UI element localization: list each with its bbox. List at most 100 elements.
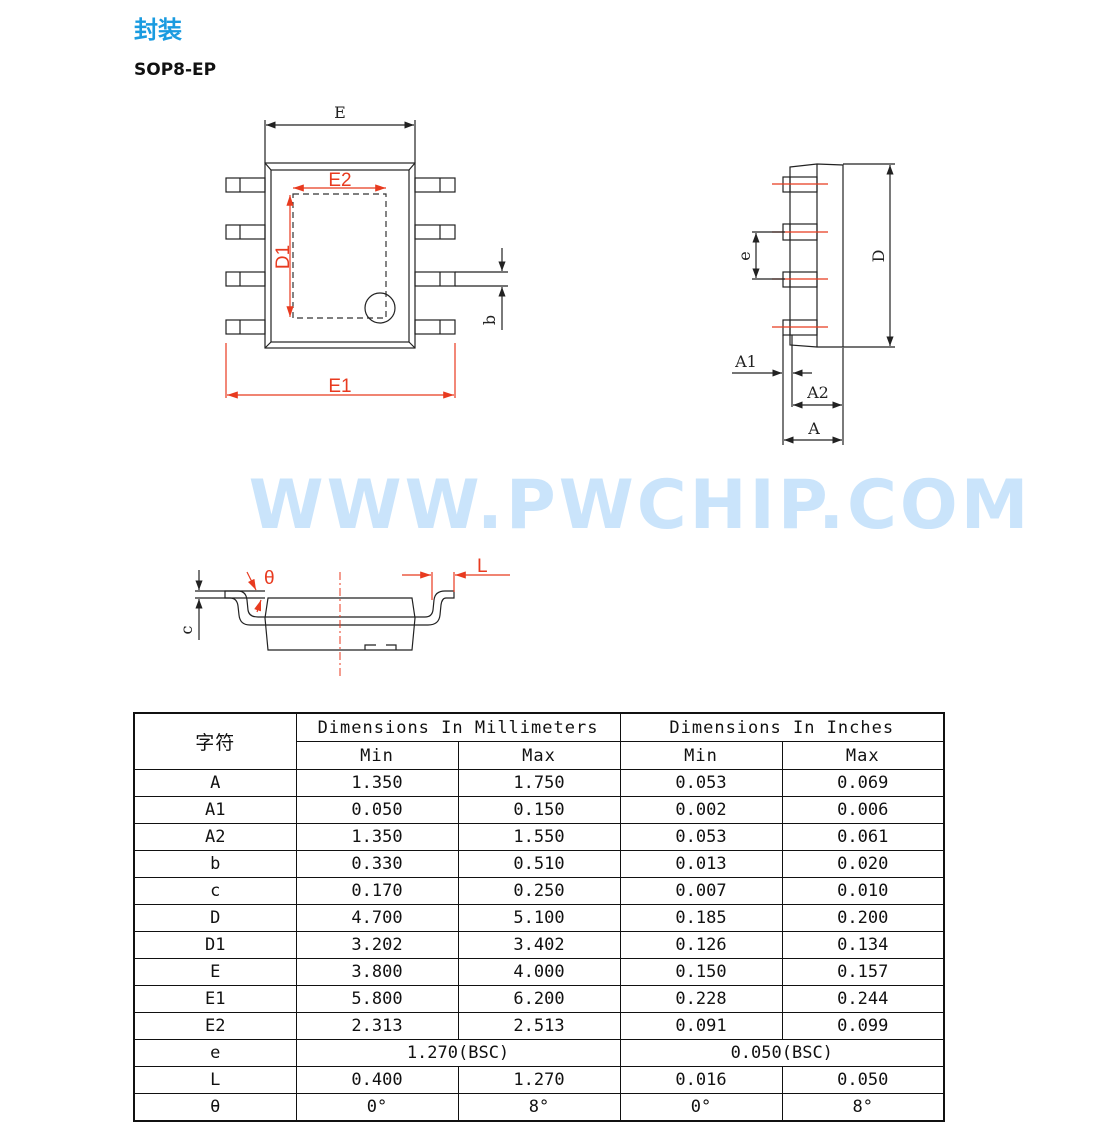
cell-symbol: c <box>133 877 297 905</box>
cell-mm-max: 2.513 <box>457 1012 621 1040</box>
cell-in-max: 0.010 <box>781 877 945 905</box>
cell-in-min: 0.053 <box>619 823 783 851</box>
label-E: E <box>334 103 346 122</box>
dimensions-table: 字符 Dimensions In Millimeters Dimensions … <box>133 712 945 1122</box>
cell-in-max: 0.050 <box>781 1066 945 1094</box>
label-A1: A1 <box>734 352 757 371</box>
cell-mm-min: 0.050 <box>295 796 459 824</box>
cell-symbol: E1 <box>133 985 297 1013</box>
cell-mm-min: 3.800 <box>295 958 459 986</box>
cell-mm-max: 0.150 <box>457 796 621 824</box>
cell-mm-max: 0.250 <box>457 877 621 905</box>
cell-in-max: 0.134 <box>781 931 945 959</box>
cell-in-max: 0.099 <box>781 1012 945 1040</box>
exposed-pad-outline <box>292 193 387 319</box>
cell-in-max: 0.157 <box>781 958 945 986</box>
cell-in-min: 0.013 <box>619 850 783 878</box>
package-drawing: E E2 D1 b E1 <box>177 103 895 676</box>
cell-mm-max: 0.510 <box>457 850 621 878</box>
symbol-header: 字符 <box>133 712 297 770</box>
section-title: 封装 <box>134 16 182 44</box>
mm-max-header: Max <box>457 741 621 770</box>
cell-mm-min: 5.800 <box>295 985 459 1013</box>
cell-symbol: e <box>133 1039 297 1067</box>
label-A2: A2 <box>806 383 829 402</box>
label-E1: E1 <box>328 376 351 397</box>
label-theta: θ <box>264 568 275 589</box>
mm-group-header: Dimensions In Millimeters <box>295 712 621 742</box>
cell-mm-min: 0.400 <box>295 1066 459 1094</box>
cell-in-min: 0.002 <box>619 796 783 824</box>
cell-in-max: 0.061 <box>781 823 945 851</box>
side-view: D e A1 A2 A <box>732 163 895 445</box>
cell-mm-max: 5.100 <box>457 904 621 932</box>
cell-symbol: b <box>133 850 297 878</box>
label-D1: D1 <box>273 245 294 269</box>
leads-left <box>225 177 266 335</box>
cell-mm-max: 6.200 <box>457 985 621 1013</box>
label-E2: E2 <box>328 170 351 191</box>
cell-mm-min: 0° <box>295 1093 459 1122</box>
cell-mm-min: 2.313 <box>295 1012 459 1040</box>
cell-symbol: D <box>133 904 297 932</box>
label-b: b <box>480 315 499 325</box>
leads-right <box>414 177 456 335</box>
cell-mm-max: 8° <box>457 1093 621 1122</box>
package-name: SOP8-EP <box>134 60 217 80</box>
cell-mm-min: 0.170 <box>295 877 459 905</box>
cell-mm-max: 4.000 <box>457 958 621 986</box>
cell-mm-max: 1.270 <box>457 1066 621 1094</box>
pin1-marker <box>364 292 396 324</box>
cell-in-min: 0.091 <box>619 1012 783 1040</box>
cell-mm-min: 0.330 <box>295 850 459 878</box>
cell-in-max: 0.006 <box>781 796 945 824</box>
in-max-header: Max <box>781 741 945 770</box>
cell-in-max: 0.244 <box>781 985 945 1013</box>
cell-in-min: 0° <box>619 1093 783 1122</box>
cell-in-max: 8° <box>781 1093 945 1122</box>
cell-mm-max: 3.402 <box>457 931 621 959</box>
cell-symbol: D1 <box>133 931 297 959</box>
cell-symbol: θ <box>133 1093 297 1122</box>
top-view: E E2 D1 b E1 <box>225 103 508 399</box>
cell-symbol: E <box>133 958 297 986</box>
cell-in-max: 0.069 <box>781 769 945 797</box>
label-A: A <box>807 419 820 438</box>
cell-in-min: 0.126 <box>619 931 783 959</box>
cell-mm-span: 1.270(BSC) <box>295 1039 621 1067</box>
label-e: e <box>735 251 754 260</box>
cell-in-min: 0.007 <box>619 877 783 905</box>
cell-mm-min: 4.700 <box>295 904 459 932</box>
mm-min-header: Min <box>295 741 459 770</box>
cell-in-min: 0.053 <box>619 769 783 797</box>
cell-in-min: 0.185 <box>619 904 783 932</box>
cell-mm-min: 3.202 <box>295 931 459 959</box>
cell-mm-max: 1.550 <box>457 823 621 851</box>
cell-symbol: A <box>133 769 297 797</box>
in-min-header: Min <box>619 741 783 770</box>
cell-in-max: 0.200 <box>781 904 945 932</box>
inch-group-header: Dimensions In Inches <box>619 712 945 742</box>
cell-mm-min: 1.350 <box>295 823 459 851</box>
label-c: c <box>177 625 196 634</box>
cell-mm-min: 1.350 <box>295 769 459 797</box>
label-D: D <box>869 250 888 263</box>
cell-in-min: 0.228 <box>619 985 783 1013</box>
cell-in-min: 0.016 <box>619 1066 783 1094</box>
cell-symbol: A1 <box>133 796 297 824</box>
cell-in-max: 0.020 <box>781 850 945 878</box>
cell-symbol: L <box>133 1066 297 1094</box>
